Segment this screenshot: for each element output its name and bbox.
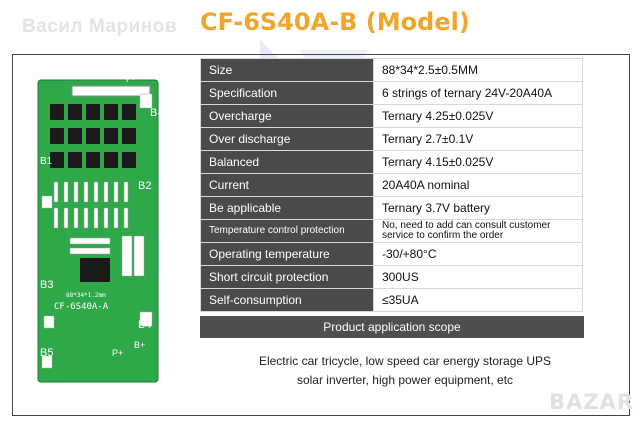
spec-label: Overcharge (200, 104, 374, 128)
spec-value: 20A40A nominal (373, 173, 583, 197)
spec-label: Self-consumption (200, 288, 374, 312)
silk-b-plus: B+ (134, 340, 145, 350)
silk-b2: B2 (138, 180, 151, 192)
spec-label: Current (200, 173, 374, 197)
spec-value: -30/+80°C (373, 242, 583, 266)
spec-row: Operating temperature-30/+80°C (200, 242, 583, 266)
watermark-text: Васил Маринов (22, 16, 178, 37)
spec-value: 300US (373, 265, 583, 289)
scope-text: Electric car tricycle, low speed car ene… (200, 340, 610, 390)
spec-label: Temperature control protection (200, 219, 374, 243)
silk-b-minus: B- (150, 107, 161, 119)
spec-value: 88*34*2.5±0.5MM (373, 58, 583, 82)
spec-label: Specification (200, 81, 374, 105)
spec-label: Size (200, 58, 374, 82)
bms-board-drawing: B- P- B1 B2 B3 B4 B5 B+ P+ CF-6S40A-A 88… (37, 74, 161, 383)
silk-b4: B4 (138, 319, 151, 331)
spec-row: Self-consumption≤35UA (200, 288, 583, 312)
bazar-watermark: BAZAR (549, 390, 634, 414)
scope-line-2: solar inverter, high power equipment, et… (296, 373, 514, 387)
spec-value: Ternary 4.25±0.025V (373, 104, 583, 128)
silk-p-minus: P- (126, 74, 135, 84)
spec-value: 6 strings of ternary 24V-20A40A (373, 81, 583, 105)
spec-label: Balanced (200, 150, 374, 174)
silk-b1: B1 (40, 156, 53, 167)
bms-board-image: B- P- B1 B2 B3 B4 B5 B+ P+ CF-6S40A-A 88… (14, 56, 198, 414)
spec-value: Ternary 4.15±0.025V (373, 150, 583, 174)
spec-value: Ternary 3.7V battery (373, 196, 583, 220)
spec-value: Ternary 2.7±0.1V (373, 127, 583, 151)
spec-value: No, need to add can consult customer ser… (373, 219, 583, 243)
spec-label: Operating temperature (200, 242, 374, 266)
spec-value: ≤35UA (373, 288, 583, 312)
scope-line-1: Electric car tricycle, low speed car ene… (258, 354, 552, 368)
page-title: CF-6S40A-B (Model) (200, 8, 470, 36)
scope-header: Product application scope (200, 316, 584, 338)
silk-model: CF-6S40A-A (54, 302, 109, 312)
spec-label: Be applicable (200, 196, 374, 220)
spec-label: Short circuit protection (200, 265, 374, 289)
silk-b5: B5 (40, 347, 53, 359)
silk-b3: B3 (40, 279, 53, 291)
silk-p-plus: P+ (112, 348, 123, 358)
silk-dims: 88*34*1.2mm (66, 292, 106, 299)
content-frame (12, 54, 630, 416)
spec-label: Over discharge (200, 127, 374, 151)
